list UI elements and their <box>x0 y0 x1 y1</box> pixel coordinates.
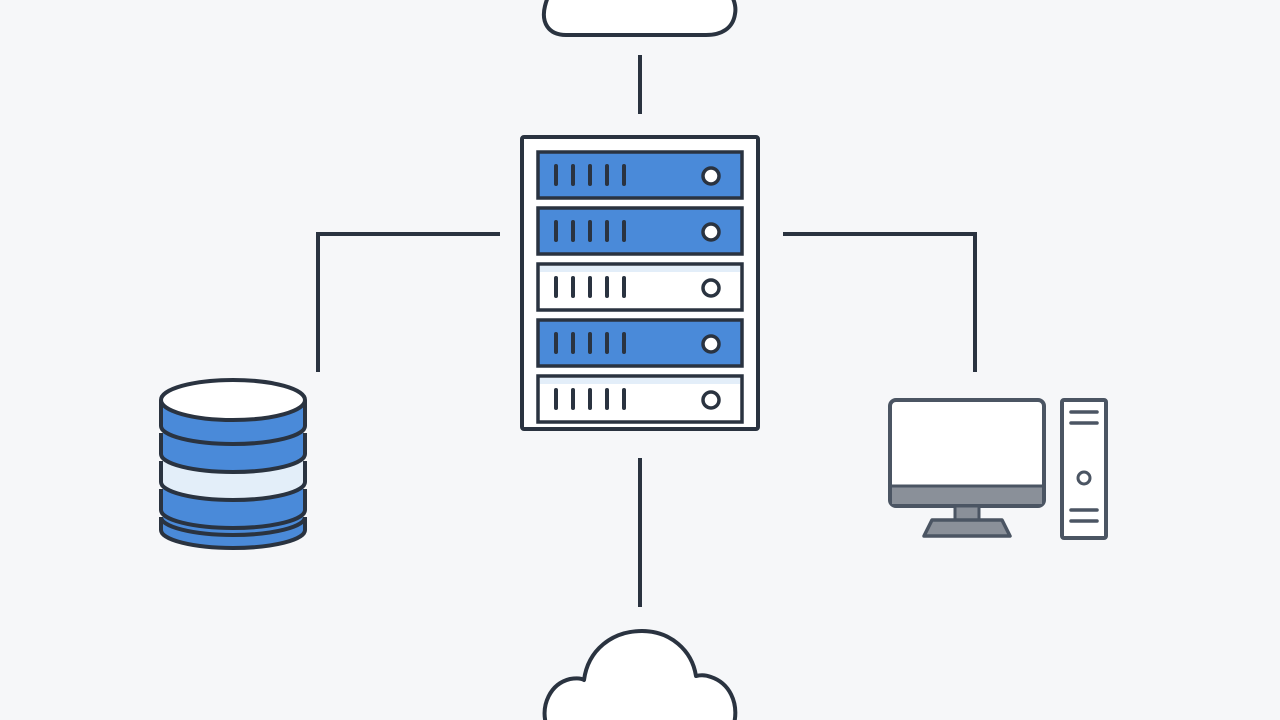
server-unit-2 <box>536 206 744 256</box>
server-unit-1-indicator <box>701 166 721 186</box>
database-icon <box>159 378 307 550</box>
edge-server-to-database <box>316 232 500 372</box>
cloud-top-icon <box>542 0 738 37</box>
database-top-ellipse <box>159 378 307 422</box>
monitor-icon <box>888 398 1046 538</box>
server-unit-4 <box>536 318 744 368</box>
server-unit-3-indicator <box>701 278 721 298</box>
server-rack-icon <box>520 135 760 431</box>
server-unit-5 <box>536 374 744 424</box>
server-unit-5-indicator <box>701 390 721 410</box>
server-unit-1 <box>536 150 744 200</box>
desktop-computer-icon <box>888 398 1108 540</box>
tower-power-button <box>1076 470 1092 486</box>
cloud-bottom-icon <box>542 629 738 720</box>
server-unit-3 <box>536 262 744 312</box>
edge-server-to-desktop <box>783 232 977 372</box>
server-unit-2-indicator <box>701 222 721 242</box>
computer-tower-icon <box>1060 398 1108 540</box>
server-unit-4-indicator <box>701 334 721 354</box>
connectors <box>316 55 977 607</box>
